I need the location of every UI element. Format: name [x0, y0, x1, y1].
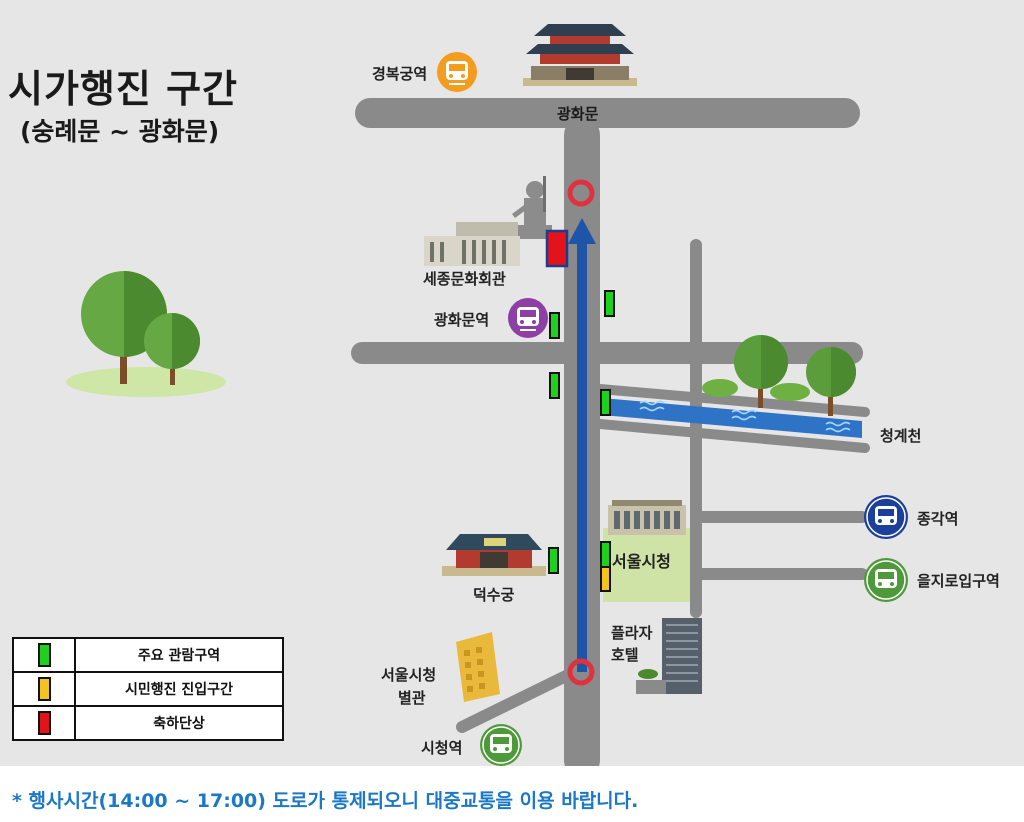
route-map: 시가행진 구간 (숭례문 ~ 광화문) 경복궁역 광화문 세종문화회관 광화문역…	[0, 0, 1024, 766]
road-diagonal-cityhall	[456, 670, 572, 733]
legend-row: 주요 관람구역	[12, 637, 284, 673]
label-deoksugung: 덕수궁	[473, 586, 515, 604]
park-trees-icon	[66, 271, 226, 397]
statue-icon	[512, 176, 552, 239]
route-start-marker	[567, 658, 595, 686]
city-hall-annex-building-icon	[456, 632, 500, 702]
label-plaza-hotel-line1: 플라자	[611, 624, 653, 642]
cheonggyecheon-stream	[602, 398, 862, 438]
legend-swatch-green	[37, 643, 51, 667]
label-annex-line2: 별관	[398, 689, 426, 707]
legend-swatch-red	[37, 711, 51, 735]
map-subtitle: (숭례문 ~ 광화문)	[20, 117, 220, 146]
label-plaza-hotel-line2: 호텔	[611, 646, 639, 664]
legend-row: 축하단상	[12, 705, 284, 741]
viewing-marker	[548, 547, 559, 574]
stream-trees	[702, 335, 856, 416]
viewing-marker	[600, 541, 611, 568]
viewing-marker	[549, 312, 560, 339]
station-euljiro-icon	[864, 558, 908, 602]
label-gwanghwamun: 광화문	[557, 105, 599, 123]
parade-route-arrow	[568, 218, 596, 672]
station-gyeongbokgung-icon	[437, 52, 477, 92]
plaza-hotel-building-icon	[636, 618, 702, 694]
label-city-hall-station: 시청역	[421, 739, 463, 757]
legend-swatch-yellow	[37, 677, 51, 701]
label-gwanghwamun-station: 광화문역	[434, 311, 490, 329]
viewing-marker	[600, 389, 611, 416]
label-annex-line1: 서울시청	[381, 666, 437, 684]
viewing-marker	[549, 372, 560, 399]
celebration-podium-marker	[545, 229, 569, 268]
legend-label: 시민행진 진입구간	[74, 671, 284, 707]
label-cheonggyecheon: 청계천	[880, 427, 922, 445]
label-jonggak-station: 종각역	[917, 510, 959, 528]
map-graphics	[66, 24, 908, 766]
deoksugung-gate-icon	[442, 534, 546, 576]
legend-label: 주요 관람구역	[74, 637, 284, 673]
station-jonggak-icon	[864, 495, 908, 539]
legend-row: 시민행진 진입구간	[12, 671, 284, 707]
sejong-center-building-icon	[424, 222, 520, 266]
city-hall-building-icon	[603, 500, 690, 602]
legend: 주요 관람구역 시민행진 진입구간 축하단상	[12, 637, 284, 741]
citizen-entry-marker	[600, 566, 611, 592]
road-cheonggye-top	[595, 384, 870, 417]
map-title: 시가행진 구간	[8, 67, 238, 111]
gwanghwamun-gate-icon	[523, 24, 637, 86]
viewing-marker	[604, 290, 615, 317]
notice-text: * 행사시간(14:00 ~ 17:00) 도로가 통제되오니 대중교통을 이용…	[12, 790, 639, 812]
station-cityhall-icon	[480, 724, 522, 766]
road-cheonggye-bottom	[595, 419, 870, 453]
label-city-hall: 서울시청	[612, 552, 671, 571]
station-gwanghwamun-icon	[508, 298, 548, 338]
route-end-marker	[567, 179, 595, 207]
legend-label: 축하단상	[74, 705, 284, 741]
label-gyeongbokgung-station: 경복궁역	[372, 65, 428, 83]
label-euljiro-station: 을지로입구역	[917, 572, 1000, 590]
label-sejong-center: 세종문화회관	[423, 270, 506, 288]
